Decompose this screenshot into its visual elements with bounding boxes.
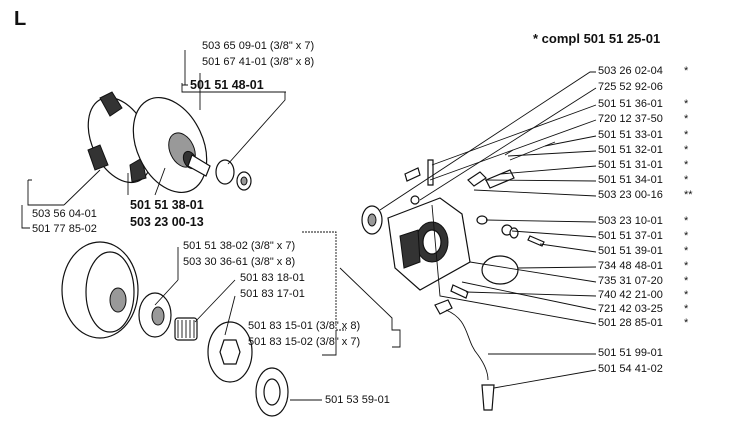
label-part: 501 67 41-01 (3/8" x 8) bbox=[202, 56, 315, 68]
right-part-number: 503 23 00-16 bbox=[598, 189, 663, 201]
kit-marker: * bbox=[684, 275, 689, 287]
clutch-assembly-drawing bbox=[87, 91, 252, 194]
right-part-number: 725 52 92-06 bbox=[598, 81, 663, 93]
right-part-number: 501 51 39-01 bbox=[598, 245, 663, 257]
leader-501-28-85-01 bbox=[431, 204, 597, 325]
section-letter: L bbox=[14, 8, 27, 30]
right-part-number: 501 51 99-01 bbox=[598, 347, 663, 359]
leader-501-51-39-01 bbox=[539, 243, 597, 253]
leader-501-51-33-01 bbox=[544, 135, 597, 147]
right-part-number: 501 54 41-02 bbox=[598, 363, 663, 375]
label-part: 503 23 00-13 bbox=[130, 215, 204, 229]
leader-501-51-36-01 bbox=[431, 104, 597, 166]
label-part: 501 77 85-02 bbox=[32, 223, 97, 235]
leader-501-51-48-01 bbox=[181, 83, 286, 165]
kit-marker: * bbox=[684, 113, 689, 125]
right-part-number: 720 12 37-50 bbox=[598, 113, 663, 125]
right-part-number: 503 23 10-01 bbox=[598, 215, 663, 227]
leader-501-51-32-01 bbox=[507, 150, 597, 157]
bracket-lower bbox=[322, 330, 337, 356]
leader-740-42-21-00 bbox=[465, 291, 597, 297]
leader-734-48-48-01 bbox=[517, 266, 597, 269]
leader-503-26-02-04 bbox=[379, 71, 596, 211]
right-part-number: 501 51 33-01 bbox=[598, 129, 663, 141]
oil-pump-drawing bbox=[361, 141, 556, 411]
label-part: 503 56 04-01 bbox=[32, 208, 97, 220]
label-part: 501 83 15-01 (3/8" x 8) bbox=[248, 320, 361, 332]
leader-503-23-10-01 bbox=[485, 219, 597, 223]
kit-marker: * bbox=[684, 245, 689, 257]
right-part-number: 501 51 36-01 bbox=[598, 98, 663, 110]
kit-marker: * bbox=[684, 159, 689, 171]
label-part: 501 53 59-01 bbox=[325, 394, 390, 406]
kit-marker: * bbox=[684, 303, 689, 315]
leader-725-52-92-06 bbox=[419, 87, 597, 201]
label-part: 501 83 18-01 bbox=[240, 272, 305, 284]
kit-marker: * bbox=[684, 317, 689, 329]
right-part-number: 721 42 03-25 bbox=[598, 303, 663, 315]
kit-marker: * bbox=[684, 174, 689, 186]
right-part-number: 734 48 48-01 bbox=[598, 260, 663, 272]
kit-note: * compl 501 51 25-01 bbox=[533, 31, 661, 46]
label-part: 503 30 36-61 (3/8" x 8) bbox=[183, 256, 296, 268]
leader-drum bbox=[154, 247, 179, 306]
leader-501-51-34-01 bbox=[484, 179, 597, 182]
bracket-501-83-15 bbox=[339, 267, 401, 348]
leader-501-83-17-01 bbox=[224, 295, 236, 336]
kit-marker: * bbox=[684, 289, 689, 301]
kit-marker: * bbox=[684, 260, 689, 272]
leader-503-23-00-16 bbox=[473, 189, 597, 197]
label-part: 501 83 15-02 (3/8" x 7) bbox=[248, 336, 361, 348]
right-part-number: 501 51 34-01 bbox=[598, 174, 663, 186]
leader-503-23-00-13 bbox=[154, 167, 166, 196]
leader-501-51-37-01 bbox=[511, 230, 597, 238]
label-part: 501 51 48-01 bbox=[190, 78, 264, 92]
kit-marker: * bbox=[684, 98, 689, 110]
kit-marker: * bbox=[684, 230, 689, 242]
right-part-number: 501 51 32-01 bbox=[598, 144, 663, 156]
label-part: 503 65 09-01 (3/8" x 7) bbox=[202, 40, 315, 52]
kit-marker: * bbox=[684, 65, 689, 77]
right-part-number: 501 28 85-01 bbox=[598, 317, 663, 329]
leader-720-12-37-50 bbox=[429, 119, 597, 181]
bracket-dotted-group bbox=[302, 231, 346, 331]
label-part: 501 51 38-02 (3/8" x 7) bbox=[183, 240, 296, 252]
leader-503-56-04-01 bbox=[27, 169, 101, 206]
right-part-number: 740 42 21-00 bbox=[598, 289, 663, 301]
leader-501-83-18-01 bbox=[194, 279, 236, 323]
kit-marker: * bbox=[684, 144, 689, 156]
kit-marker: * bbox=[684, 129, 689, 141]
right-part-number: 503 26 02-04 bbox=[598, 65, 663, 77]
leader-bracket-top bbox=[182, 50, 188, 86]
leader-735-31-07-20 bbox=[469, 261, 597, 283]
label-part: 501 51 38-01 bbox=[130, 198, 204, 212]
right-part-number: 501 51 31-01 bbox=[598, 159, 663, 171]
right-part-number: 735 31 07-20 bbox=[598, 275, 663, 287]
leader-721-42-03-25 bbox=[461, 281, 597, 311]
label-part: 501 83 17-01 bbox=[240, 288, 305, 300]
leader-501-51-31-01 bbox=[499, 165, 597, 175]
leader-501-77-85-02 bbox=[21, 205, 30, 229]
right-part-number: 501 51 37-01 bbox=[598, 230, 663, 242]
leader-501-54-41-02 bbox=[493, 369, 597, 389]
kit-marker: * bbox=[684, 215, 689, 227]
clutch-drum-drawing bbox=[61, 241, 289, 417]
kit-marker: ** bbox=[684, 189, 693, 201]
